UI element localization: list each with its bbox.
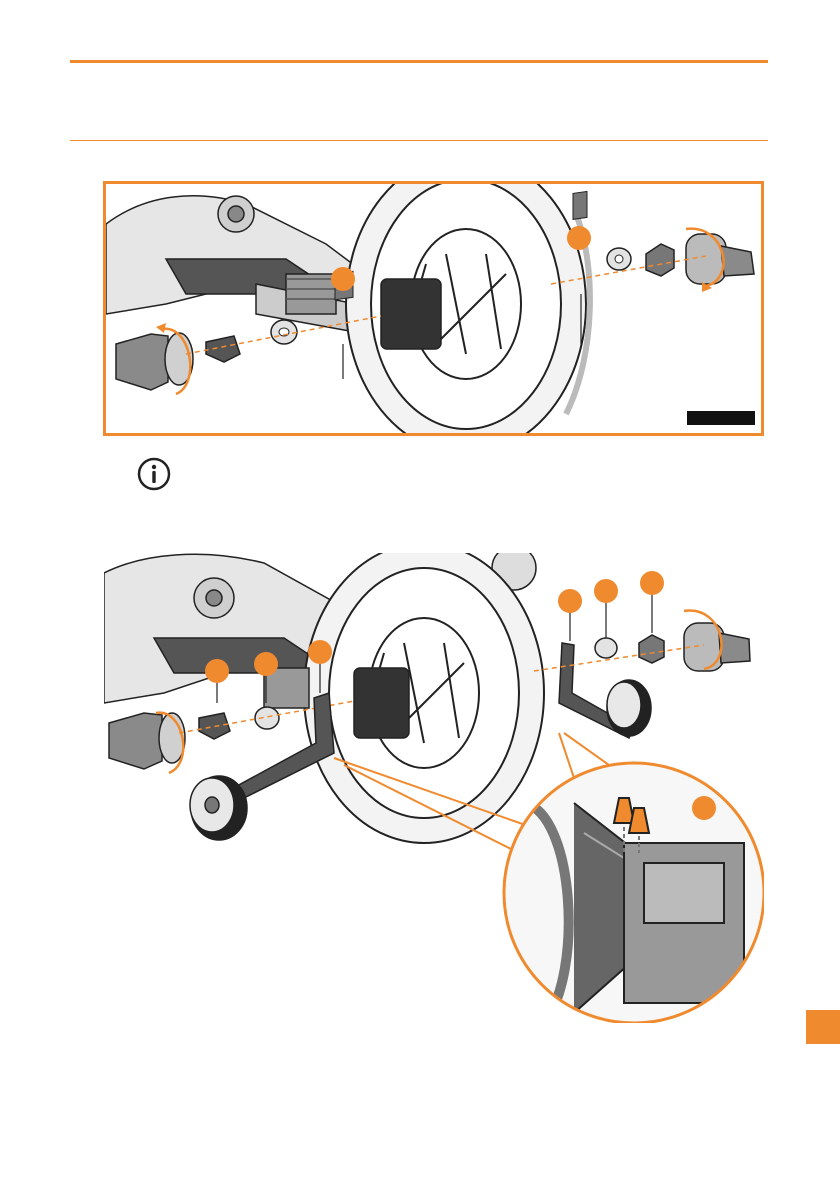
- figure-2-illustration: [104, 553, 764, 1023]
- callout-dot-1: [331, 267, 355, 291]
- left-parts-2: [109, 707, 279, 773]
- page-tab-marker: [806, 1010, 840, 1044]
- callout-dot-4: [254, 652, 278, 676]
- callout-dot-7: [594, 579, 618, 603]
- header-rule-top: [70, 60, 768, 63]
- callout-dot-6: [558, 589, 582, 613]
- callout-dot-8: [640, 571, 664, 595]
- detail-zoom-circle: [504, 763, 764, 1023]
- label-box: [687, 411, 755, 425]
- header-rule-bottom: [70, 140, 768, 141]
- figure-1-removal-diagram: [103, 181, 764, 436]
- figure-1-illustration: [106, 184, 761, 433]
- rear-wheel-2: [304, 553, 544, 843]
- info-circle-icon: [136, 456, 172, 492]
- callout-dot-5: [308, 640, 332, 664]
- callout-dot-3: [205, 659, 229, 683]
- callout-dot-9: [692, 796, 716, 820]
- right-parts: [573, 191, 754, 292]
- callout-dot-2: [567, 226, 591, 250]
- figure-2-installation-diagram: [104, 553, 764, 1023]
